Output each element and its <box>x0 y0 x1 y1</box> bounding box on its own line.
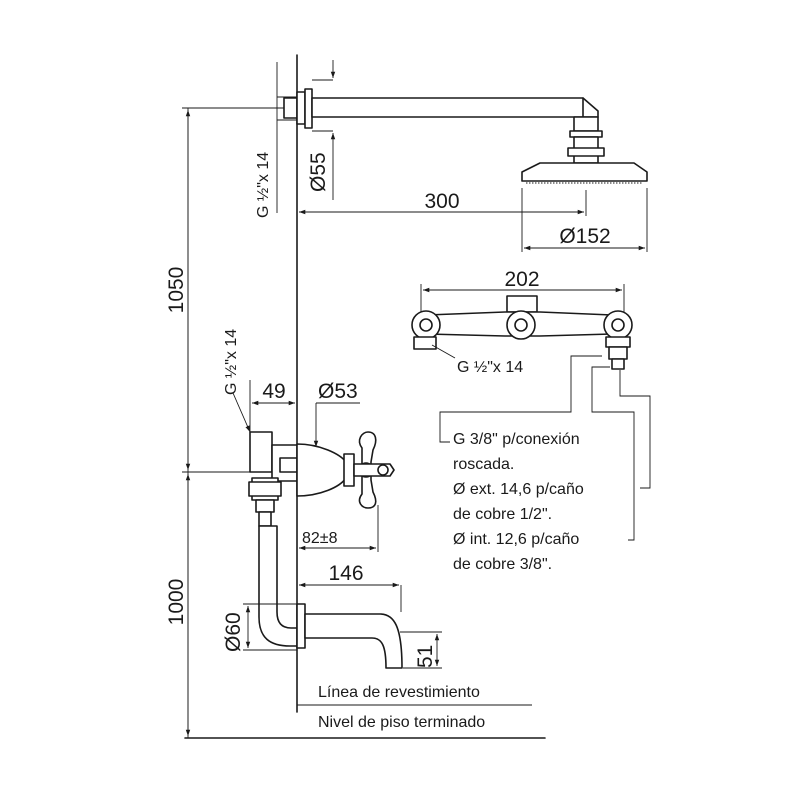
cross-handle-icon <box>353 431 395 509</box>
note-line-3: Ø ext. 14,6 p/caño <box>453 481 584 498</box>
handle-diameter-dimension <box>313 402 360 447</box>
mixer-thread-label: G ½"x 14 <box>223 329 240 395</box>
arm-length-label: 300 <box>424 190 459 213</box>
depth-82-dimension <box>299 505 379 552</box>
flange-dimension <box>312 60 336 200</box>
cladding-line-label: Línea de revestimiento <box>318 684 480 701</box>
spout-146-dimension <box>299 582 402 612</box>
spout-diameter-dimension <box>243 603 297 651</box>
spout-diameter-label: Ø60 <box>222 612 245 652</box>
mixer-body-detail <box>411 295 633 370</box>
note-line-1: G 3/8" p/conexión <box>453 431 580 448</box>
shower-arm <box>283 88 599 129</box>
spout-51-label: 51 <box>414 645 437 668</box>
offset-49-label: 49 <box>262 380 285 403</box>
handle-diameter-label: Ø53 <box>318 380 358 403</box>
head-diameter-dimension <box>521 188 648 252</box>
height-shower-label: 1050 <box>165 267 188 314</box>
mixer-valve-body <box>248 431 395 527</box>
depth-82-label: 82±8 <box>302 530 338 547</box>
shower-head <box>521 116 648 184</box>
note-leaders <box>439 355 651 541</box>
spout-51-dimension <box>400 631 442 669</box>
note-line-5: Ø int. 12,6 p/caño <box>453 531 579 548</box>
note-line-4: de cobre 1/2". <box>453 506 552 523</box>
floor-level-label: Nivel de piso terminado <box>318 714 485 731</box>
spout-146-label: 146 <box>328 562 363 585</box>
note-line-2: roscada. <box>453 456 514 473</box>
width-202-label: 202 <box>504 268 539 291</box>
head-diameter-label: Ø152 <box>559 225 610 248</box>
height-floor-label: 1000 <box>165 579 188 626</box>
mixer-thread-leader <box>232 392 251 433</box>
arm-length-dimension <box>299 190 587 216</box>
detail-thread-leader <box>431 344 456 359</box>
detail-thread-label: G ½"x 14 <box>457 359 523 376</box>
flange-diameter-label: Ø55 <box>307 152 330 192</box>
upper-thread-label: G ½"x 14 <box>255 152 272 218</box>
upper-thread-marker <box>276 62 297 213</box>
offset-49-dimension <box>249 380 295 432</box>
spout-pipe <box>258 525 403 669</box>
note-line-6: de cobre 3/8". <box>453 556 552 573</box>
height-dimension-chain <box>182 107 290 738</box>
